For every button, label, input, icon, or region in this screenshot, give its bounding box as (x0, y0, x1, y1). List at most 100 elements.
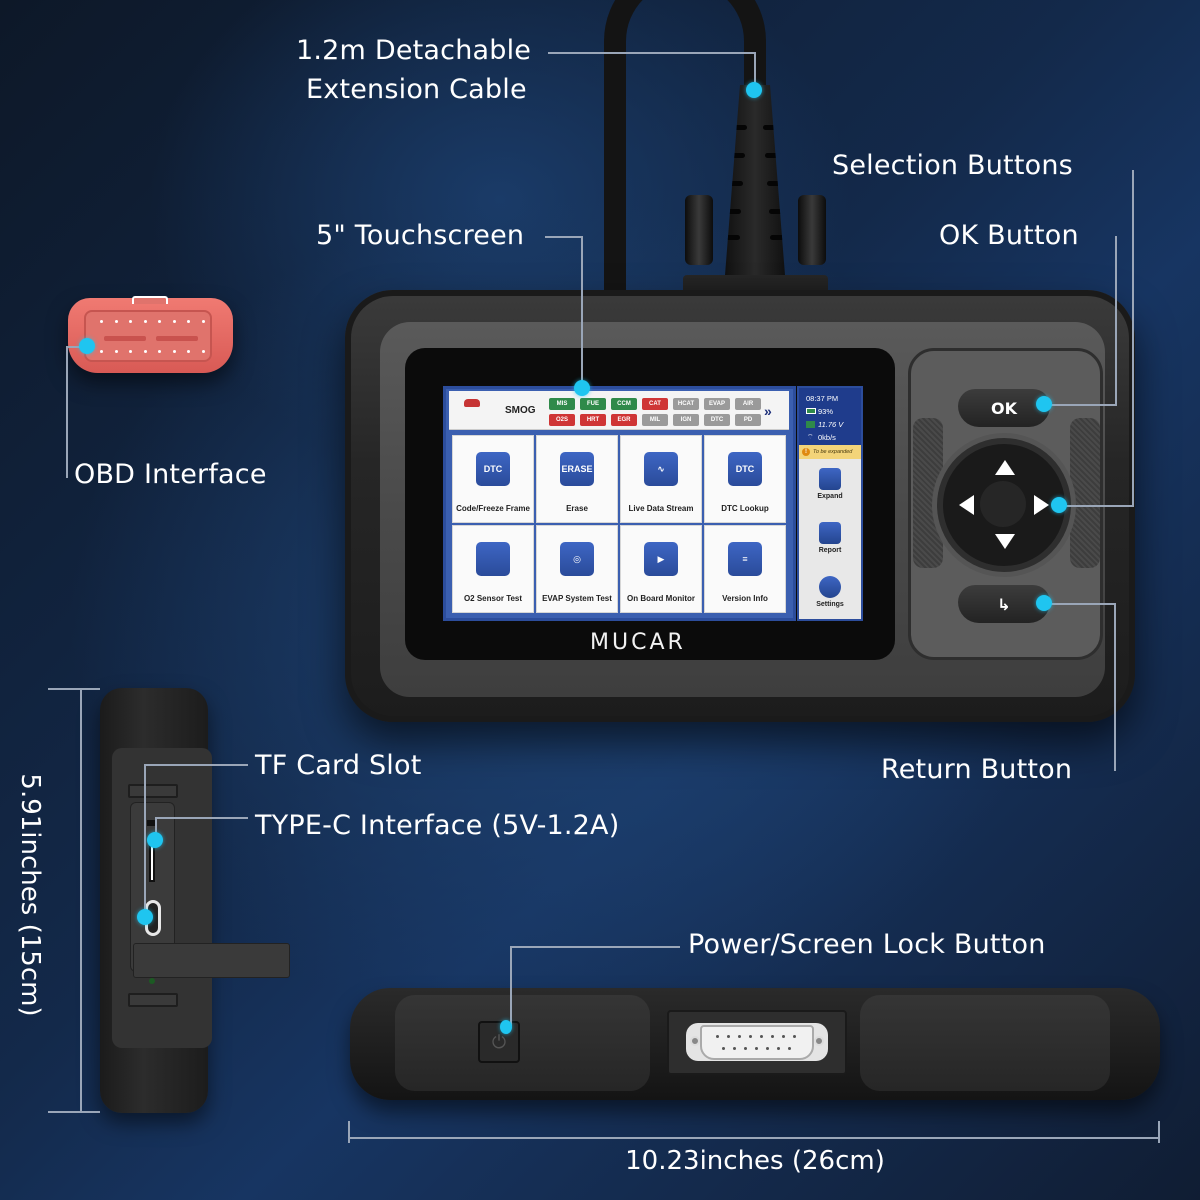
callout-line-obd (66, 346, 68, 478)
callout-dot-selection (1051, 497, 1067, 513)
callout-line-power-v (510, 946, 512, 1026)
gear-icon (819, 576, 841, 598)
status-led (149, 978, 155, 984)
dimension-width: 10.23inches (26cm) (625, 1146, 885, 1176)
obd-pin (158, 350, 161, 353)
monitor-badge-ccm: CCM (611, 398, 637, 410)
monitor-badge-hcat: HCAT (673, 398, 699, 410)
monitor-badge-cat: CAT (642, 398, 668, 410)
car-icon (464, 399, 480, 407)
tile-label: Live Data Stream (628, 504, 694, 513)
db15-pin (760, 1035, 763, 1038)
db15-pin (716, 1035, 719, 1038)
db15-pin (793, 1035, 796, 1038)
tile-version-info[interactable]: ≡Version Info (704, 525, 786, 613)
wifi-icon: ⌔ (807, 434, 814, 441)
arrow-left-icon[interactable] (959, 495, 974, 515)
db15-pin (788, 1047, 791, 1050)
side-vent-top (128, 784, 178, 798)
status-network: ⌔ 0kb/s (807, 433, 836, 442)
status-battery: 93% (806, 407, 833, 416)
callout-line-typec-v (155, 817, 157, 839)
callout-line-cable-v (754, 52, 756, 90)
side-item-expand[interactable]: Expand (799, 468, 861, 500)
callout-line-tf-v (144, 764, 146, 914)
db15-pin (722, 1047, 725, 1050)
obd-pin (172, 350, 176, 353)
dimension-line-height (80, 688, 82, 1113)
obd-pin (143, 350, 147, 353)
callout-line-power (510, 946, 680, 948)
tile-live-data-stream[interactable]: ∿ Live Data Stream (620, 435, 702, 523)
tile-on-board-monitor[interactable]: ▶On Board Monitor (620, 525, 702, 613)
smog-label: SMOG (505, 405, 536, 416)
tile-o2-sensor-test[interactable]: O2 Sensor Test (452, 525, 534, 613)
label-extension-cable-1: 1.2m Detachable (296, 35, 532, 66)
db15-pin (766, 1047, 769, 1050)
label-extension-cable-2: Extension Cable (306, 74, 527, 105)
callout-line-tf (144, 764, 248, 766)
tile-icon (476, 542, 510, 576)
callout-line-obd-h (66, 346, 82, 348)
db15-pin (782, 1035, 785, 1038)
side-item-report[interactable]: Report (799, 522, 861, 554)
tile-label: DTC Lookup (721, 504, 769, 513)
tile-icon: ∿ (644, 452, 678, 486)
callout-line-return-h (1043, 603, 1115, 605)
tile-code-freeze-frame[interactable]: DTC Code/Freeze Frame (452, 435, 534, 523)
side-item-settings[interactable]: Settings (799, 576, 861, 608)
tile-icon: ERASE (560, 452, 594, 486)
port-cover-flap[interactable] (133, 943, 290, 978)
db15-pin (733, 1047, 736, 1050)
dimension-height: 5.91inches (15cm) (15, 773, 45, 1017)
monitor-badge-dtc: DTC (704, 414, 730, 426)
status-time: 08:37 PM (806, 394, 839, 403)
return-button[interactable]: ↳ (958, 585, 1050, 623)
db15-screw-right (814, 1036, 824, 1046)
label-touchscreen: 5" Touchscreen (316, 220, 525, 251)
arrow-right-icon[interactable] (1034, 495, 1049, 515)
obd-pin (114, 350, 118, 353)
tile-icon: DTC (476, 452, 510, 486)
callout-dot-usbc (137, 909, 153, 925)
callout-dot-power (500, 1020, 512, 1034)
db15-pin (738, 1035, 741, 1038)
bottom-grip-left (395, 995, 650, 1091)
monitor-badge-egr: EGR (611, 414, 637, 426)
obd-pin (129, 350, 132, 353)
db15-screw-left (690, 1036, 700, 1046)
tile-label: O2 Sensor Test (463, 594, 523, 603)
callout-dot-cable (746, 82, 762, 98)
monitor-badge-mil: MIL (642, 414, 668, 426)
monitor-badge-hrt: HRT (580, 414, 606, 426)
callout-line-cable (548, 52, 754, 54)
obd-pin (201, 320, 205, 323)
power-button[interactable]: ⏻ (478, 1021, 520, 1063)
obd-pin (100, 320, 103, 323)
ok-button[interactable]: OK (958, 389, 1050, 427)
monitor-badge-ign: IGN (673, 414, 699, 426)
dimension-tick-top (48, 688, 100, 690)
monitor-badge-air: AIR (735, 398, 761, 410)
tile-label: Version Info (722, 594, 768, 603)
label-power-button: Power/Screen Lock Button (688, 929, 1046, 960)
monitor-badge-evap: EVAP (704, 398, 730, 410)
label-return-button: Return Button (881, 754, 1073, 785)
tile-evap-system-test[interactable]: ◎EVAP System Test (536, 525, 618, 613)
obd-pin (187, 320, 190, 323)
label-tf-card-slot: TF Card Slot (255, 750, 422, 781)
power-icon: ⏻ (491, 1031, 507, 1052)
return-arrow-icon: ↳ (997, 594, 1011, 614)
arrow-down-icon[interactable] (995, 534, 1015, 549)
tile-label: On Board Monitor (627, 594, 695, 603)
expand-icon (819, 468, 841, 490)
obd-pin (114, 320, 118, 323)
more-chevron-icon[interactable]: » (764, 403, 772, 419)
tile-label: Code/Freeze Frame (456, 504, 530, 513)
obd-latch (132, 296, 168, 304)
arrow-up-icon[interactable] (995, 460, 1015, 475)
voltage-icon (806, 421, 815, 428)
obd-pin (158, 320, 161, 323)
